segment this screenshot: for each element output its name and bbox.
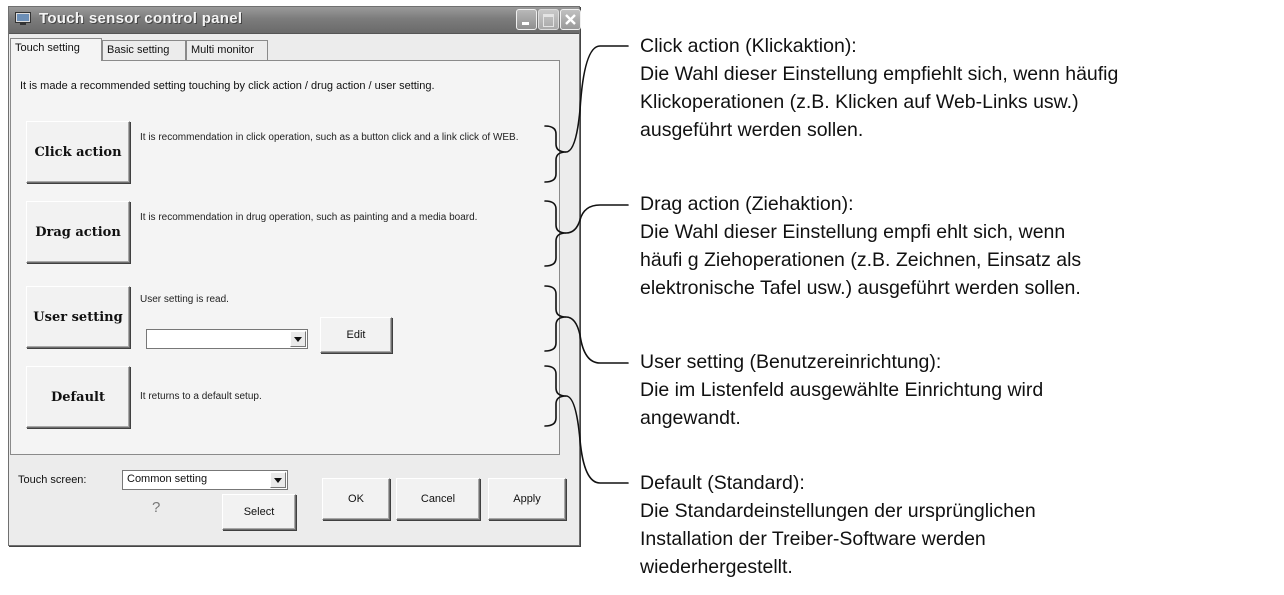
chevron-down-icon[interactable] [270,472,286,488]
annotation-line: Installation der Treiber-Software werden [640,528,986,550]
title-bar[interactable]: Touch sensor control panel [9,7,581,34]
tab-multi-monitor[interactable]: Multi monitor [186,40,268,60]
annotation-line: elektronische Tafel usw.) ausgeführt wer… [640,277,1081,299]
annotation-line: Die Wahl dieser Einstellung empfiehlt si… [640,63,1119,85]
drag-action-button[interactable]: Drag action [26,201,130,263]
annotation-heading: Click action (Klickaktion): [640,35,857,57]
annotation-line: häufi g Ziehoperationen (z.B. Zeichnen, … [640,249,1082,271]
click-action-button[interactable]: Click action [26,121,130,183]
annotation-line: Die Standardeinstellungen der ursprüngli… [640,500,1036,522]
annotation-heading: User setting (Benutzereinrichtung): [640,351,942,373]
help-icon[interactable]: ? [152,499,161,516]
tab-touch-setting[interactable]: Touch setting [10,38,102,61]
ok-button[interactable]: OK [322,478,390,520]
annotation-line: Die im Listenfeld ausgewählte Einrichtun… [640,379,1044,401]
user-setting-select[interactable] [146,329,308,349]
monitor-icon [15,12,31,25]
drag-action-description: It is recommendation in drug operation, … [140,212,478,223]
user-setting-description: User setting is read. [140,294,229,305]
touch-screen-label: Touch screen: [18,474,87,486]
annotation-line: wiederhergestellt. [640,556,793,578]
annotation-line: Die Wahl dieser Einstellung empfi ehlt s… [640,221,1066,243]
annotation-line: angewandt. [640,407,741,429]
minimize-button[interactable] [516,9,537,30]
touch-screen-select[interactable]: Common setting [122,470,288,490]
touch-screen-select-value: Common setting [127,473,208,485]
annotation-click-action: Click action (Klickaktion): Die Wahl die… [640,32,1280,144]
annotation-heading: Default (Standard): [640,472,805,494]
edit-button[interactable]: Edit [320,317,392,353]
annotation-user-setting: User setting (Benutzereinrichtung): Die … [640,348,1280,432]
default-button[interactable]: Default [26,366,130,428]
close-icon [565,14,576,25]
annotation-heading: Drag action (Ziehaktion): [640,193,854,215]
window-title: Touch sensor control panel [39,10,243,27]
intro-text: It is made a recommended setting touchin… [20,80,435,92]
annotation-default: Default (Standard): Die Standardeinstell… [640,469,1280,581]
user-setting-button[interactable]: User setting [26,286,130,348]
close-button[interactable] [560,9,581,30]
chevron-down-icon[interactable] [290,331,306,347]
tab-basic-setting[interactable]: Basic setting [102,40,186,60]
apply-button[interactable]: Apply [488,478,566,520]
annotation-line: ausgeführt werden sollen. [640,119,864,141]
select-button[interactable]: Select [222,494,296,530]
maximize-button[interactable] [538,9,559,30]
click-action-description: It is recommendation in click operation,… [140,132,519,143]
annotation-line: Klickoperationen (z.B. Klicken auf Web-L… [640,91,1079,113]
annotation-drag-action: Drag action (Ziehaktion): Die Wahl diese… [640,190,1280,302]
default-description: It returns to a default setup. [140,391,262,402]
cancel-button[interactable]: Cancel [396,478,480,520]
